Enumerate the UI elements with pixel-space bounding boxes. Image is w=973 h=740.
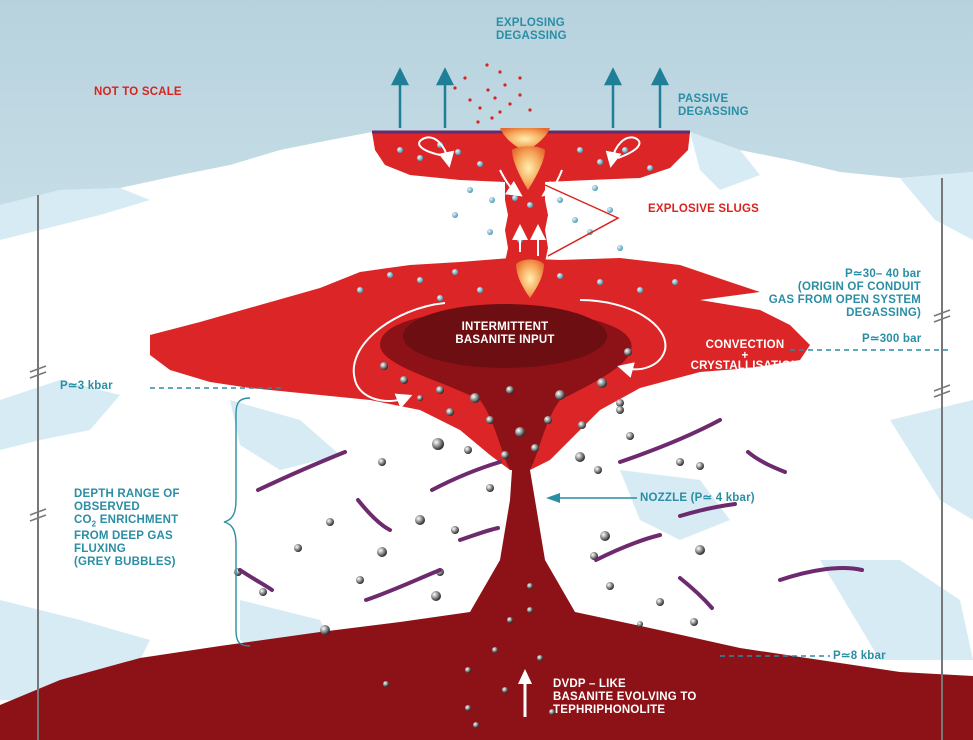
conduit-gas-line-2: (ORIGIN OF CONDUIT [769,281,921,294]
conduit-gas-label: P≃30– 40 bar (ORIGIN OF CONDUIT GAS FROM… [769,268,921,320]
depth-range-line-5: FLUXING [74,543,180,556]
conduit-gas-line-3: GAS FROM OPEN SYSTEM [769,294,921,307]
depth-range-label: DEPTH RANGE OF OBSERVED CO2 ENRICHMENT F… [74,488,180,569]
depth-range-co2-line: CO2 ENRICHMENT [74,514,180,530]
dvdp-line-1: DVDP – LIKE [553,678,697,691]
dvdp-label: DVDP – LIKE BASANITE EVOLVING TO TEPHRIP… [553,678,697,717]
convection-plus: + [690,352,800,360]
explosive-degassing-label: EXPLOSING DEGASSING [496,17,567,43]
nozzle-label: NOZZLE (P≃ 4 kbar) [640,492,755,505]
co2-rest: ENRICHMENT [96,514,178,526]
explosive-slugs-label: EXPLOSIVE SLUGS [648,203,759,216]
p-8-kbar-label: P≃8 kbar [833,650,886,663]
co2-text: CO [74,514,92,526]
conduit [505,180,548,262]
convection-label: CONVECTION + CRYSTALLISATION [690,339,800,373]
conduit-gas-line-1: P≃30– 40 bar [769,268,921,281]
explosive-degassing-line-2: DEGASSING [496,30,567,43]
depth-range-line-2: OBSERVED [74,501,180,514]
dvdp-line-2: BASANITE EVOLVING TO [553,691,697,704]
depth-range-line-4: FROM DEEP GAS [74,530,180,543]
depth-range-line-1: DEPTH RANGE OF [74,488,180,501]
crystallisation-line: CRYSTALLISATION [690,360,800,373]
explosive-degassing-line-1: EXPLOSING [496,17,567,30]
depth-range-line-6: (GREY BUBBLES) [74,556,180,569]
conduit-gas-line-4: DEGASSING) [769,307,921,320]
intermittent-input-line-2: BASANITE INPUT [423,334,587,347]
intermittent-input-label: INTERMITTENT BASANITE INPUT [423,321,587,347]
intermittent-input-line-1: INTERMITTENT [423,321,587,334]
passive-degassing-line-1: PASSIVE [678,93,749,106]
p-3-kbar-label: P≃3 kbar [60,380,113,393]
p-300-bar-label: P≃300 bar [862,333,921,346]
not-to-scale-label: NOT TO SCALE [94,86,182,99]
dvdp-line-3: TEPHRIPHONOLITE [553,704,697,717]
passive-degassing-label: PASSIVE DEGASSING [678,93,749,119]
passive-degassing-line-2: DEGASSING [678,106,749,119]
